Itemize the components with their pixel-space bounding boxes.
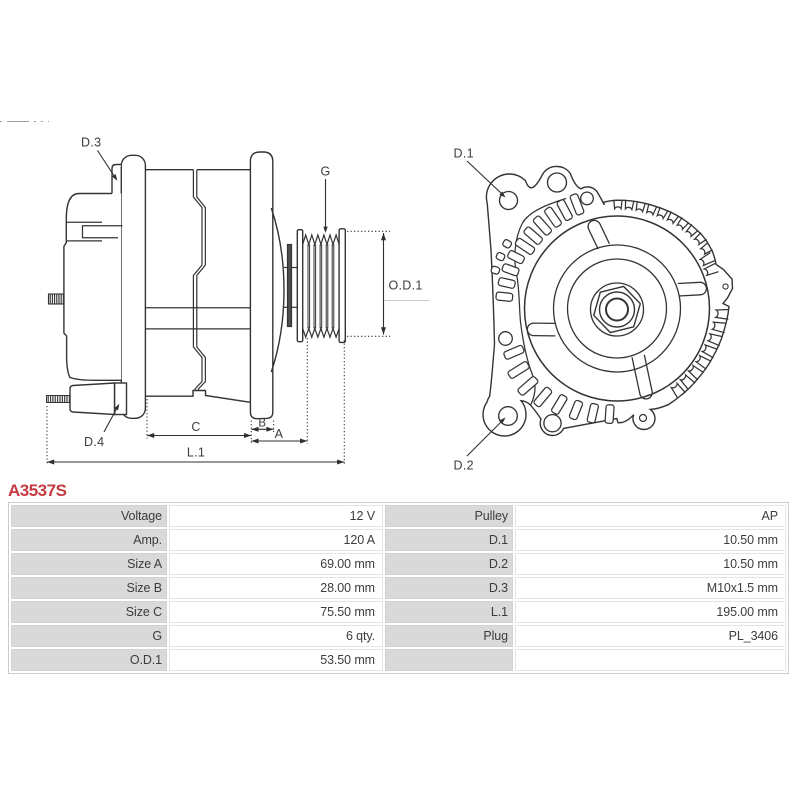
- svg-text:A: A: [275, 427, 284, 441]
- svg-text:L.1: L.1: [187, 446, 205, 460]
- svg-text:G: G: [321, 165, 331, 179]
- svg-text:O.D.1: O.D.1: [389, 279, 423, 293]
- svg-text:D.3: D.3: [81, 136, 101, 150]
- svg-text:D.1: D.1: [454, 147, 474, 161]
- svg-text:D.2: D.2: [454, 459, 474, 473]
- svg-text:D.4: D.4: [84, 435, 104, 449]
- svg-text:C: C: [191, 420, 200, 434]
- svg-text:B: B: [258, 418, 266, 430]
